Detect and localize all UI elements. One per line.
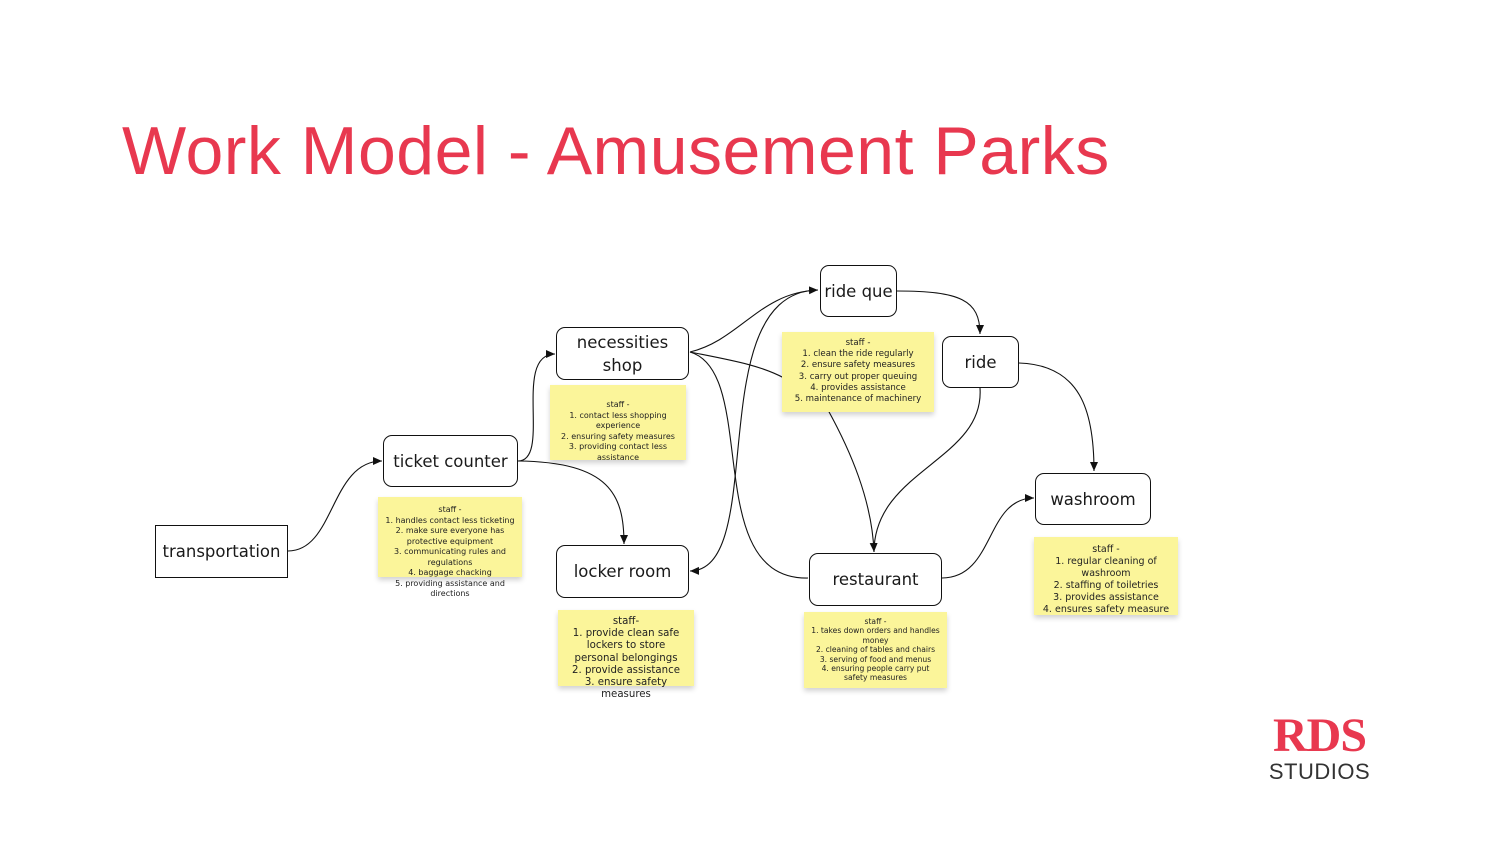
edge-ride-que-to-locker-room [689,289,819,575]
slide-title: Work Model - Amusement Parks [122,113,1110,189]
node-ride: ride [942,336,1019,388]
edge-restaurant-to-washroom [941,494,1035,579]
edge-ride-to-washroom [1018,362,1098,472]
edge-transportation-to-ticket-counter [287,457,383,552]
node-restaurant: restaurant [809,553,942,606]
logo-wordmark: STUDIOS [1268,759,1371,784]
logo-mark: RDS [1272,709,1367,762]
note-washroom: staff - 1. regular cleaning of washroom … [1034,537,1178,615]
edge-ride-que-note-to-restaurant [827,409,878,553]
node-ticket-counter: ticket counter [383,435,518,487]
edge-ride-que-to-ride [896,290,984,335]
note-ticket-counter: staff - 1. handles contact less ticketin… [378,497,522,598]
edge-necessities-shop-to-ride-que-note [689,351,785,379]
node-transportation: transportation [155,525,288,578]
note-locker-room: staff- 1. provide clean safe lockers to … [558,610,694,700]
node-necessities-shop: necessities shop [556,327,689,380]
note-restaurant: staff - 1. takes down orders and handles… [804,612,947,688]
note-necessities-shop: staff - 1. contact less shopping experie… [550,385,686,462]
rds-studios-logo: RDS STUDIOS [1262,712,1377,784]
edge-necessities-shop-to-restaurant [689,351,809,579]
node-ride-que: ride que [820,265,897,317]
note-ride-que: staff - 1. clean the ride regularly 2. e… [782,332,934,412]
edge-ticket-counter-to-necessities-shop [517,350,556,462]
node-washroom: washroom [1035,473,1151,525]
node-locker-room: locker room [556,545,689,598]
edge-ride-to-restaurant [873,387,981,553]
edge-ticket-counter-to-locker-room [517,460,628,545]
